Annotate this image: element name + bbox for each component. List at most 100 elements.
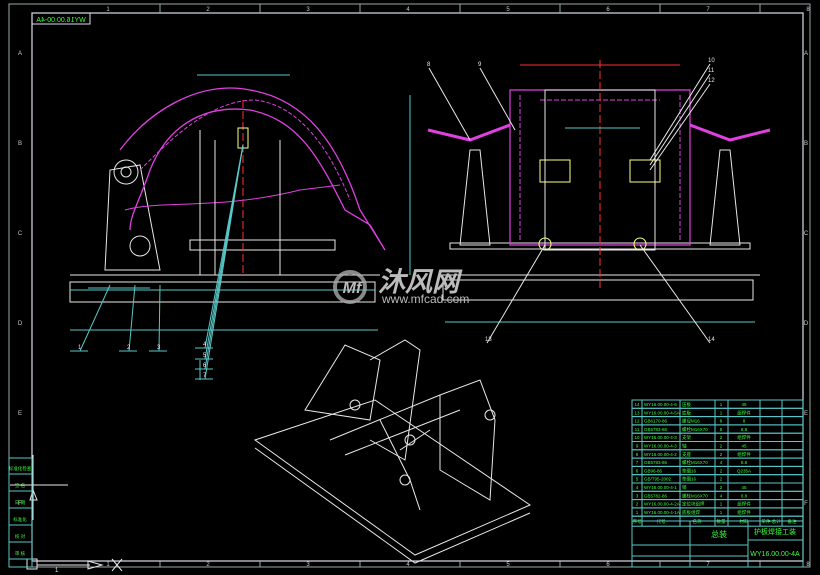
bom-header-cell: 材料: [740, 518, 749, 525]
bom-header-cell: 名称: [693, 518, 702, 525]
balloon-number: 7: [203, 373, 207, 379]
title-center: 总装: [711, 529, 727, 539]
bom-cell-code: WY16.00.00-4-1A: [644, 510, 680, 515]
column-marker-top: 3: [306, 7, 310, 13]
bom-cell-no: 9: [636, 444, 639, 449]
bom-cell-mat: 45: [741, 444, 747, 449]
row-marker: E: [18, 411, 22, 417]
bom-header-cell: 单件 总计: [761, 518, 781, 525]
column-marker-bottom: 6: [606, 562, 610, 568]
balloon-number: 12: [708, 78, 715, 84]
balloon-number: 4: [203, 342, 207, 348]
side-view: [427, 60, 771, 323]
column-marker-top: 2: [206, 7, 210, 13]
outer-frame: [8, 3, 811, 568]
bom-cell-code: WY16.00.00-4-2: [644, 452, 677, 457]
mirrored-code-label: WY16.00.00-4A: [36, 17, 86, 24]
stamp-panel-frame: [8, 457, 33, 568]
bom-cell-qty: 2: [720, 452, 723, 457]
bom-cell-qty: 1: [720, 402, 723, 407]
balloon-number: 2: [127, 345, 131, 351]
row-marker: F: [804, 501, 808, 507]
bom-cell-name: 螺栓M16X70: [682, 492, 708, 499]
isometric-view: [253, 339, 532, 564]
bom-cell-qty: 2: [720, 435, 723, 440]
bom-cell-mat: 8.8: [741, 460, 748, 465]
column-marker-bottom: 8: [806, 562, 810, 568]
watermark-logo: Mf: [333, 270, 367, 304]
column-marker-bottom: 3: [306, 562, 310, 568]
stamp-label: 校 对: [15, 533, 26, 540]
bom-cell-name: 底板: [682, 409, 691, 416]
row-marker: A: [804, 51, 808, 57]
bom-cell-code: GB6170-86: [644, 419, 668, 424]
bom-cell-mat: 组焊件: [737, 501, 751, 508]
bom-cell-no: 5: [636, 477, 639, 482]
bom-cell-qty: 1: [720, 410, 723, 415]
row-marker: C: [18, 231, 23, 237]
bom-header-cell: 代号: [657, 518, 666, 525]
bom-cell-code: WY16.00.00-4-3: [644, 435, 677, 440]
column-marker-bottom: 4: [406, 562, 410, 568]
balloon-leader: [649, 63, 711, 161]
row-marker: B: [804, 141, 808, 147]
bom-cell-name: 螺栓M16X70: [682, 459, 708, 466]
bom-cell-name: 螺栓M16X70: [682, 426, 708, 433]
bom-cell-code: WY16.00.00-4-2A: [644, 502, 680, 507]
bom-cell-qty: 4: [720, 493, 723, 498]
column-marker-top: 1: [106, 7, 110, 13]
balloon-leader: [639, 244, 711, 344]
bom-cell-name: 轴: [682, 443, 687, 450]
bom-cell-mat: 组焊件: [737, 409, 751, 416]
column-marker-top: 4: [406, 7, 410, 13]
stamp-label: 标准化: [13, 516, 27, 523]
watermark-cn: 沐风网: [378, 267, 463, 297]
bom-cell-name: 垫圈16: [682, 476, 697, 483]
balloon-leader: [204, 144, 244, 380]
balloon-number: 11: [708, 68, 715, 74]
bom-cell-qty: 4: [720, 460, 723, 465]
bom-cell-qty: 8: [720, 427, 723, 432]
title-code: WY16.00.00-4A: [750, 551, 800, 558]
balloon-number: 6: [203, 363, 207, 369]
bom-cell-mat: 8: [743, 419, 746, 424]
bom-cell-no: 6: [636, 468, 639, 473]
bom-cell-code: GB5783-86: [644, 427, 668, 432]
bom-cell-no: 4: [636, 485, 639, 490]
code-box: [31, 12, 91, 25]
bom-cell-qty: 1: [720, 510, 723, 515]
stamp-label: 签 名: [15, 482, 25, 489]
mirrored-code-group: WY16.00.00-4A: [36, 17, 86, 24]
column-marker-top: 8: [806, 7, 810, 13]
bom-cell-name: 底板组焊: [682, 509, 700, 516]
balloon-number: 5: [203, 353, 207, 359]
bom-cell-name: 定位块组焊: [682, 501, 705, 508]
bom-cell-qty: 8: [720, 419, 723, 424]
balloon-leader: [649, 83, 711, 171]
row-marker: E: [804, 411, 808, 417]
bom-header-cell: 序号: [633, 518, 642, 525]
bom-cell-no: 3: [636, 493, 639, 498]
svg-text:Mf: Mf: [343, 280, 363, 297]
bom-cell-mat: 8.8: [741, 493, 748, 498]
bom-cell-code: WY16.00.00-4-1: [644, 485, 677, 490]
balloon-leader: [79, 284, 111, 352]
balloon-number: 10: [708, 58, 715, 64]
column-marker-top: 7: [706, 7, 710, 13]
ucs-axis-label: 1: [55, 568, 59, 574]
balloon-leader: [128, 284, 136, 352]
column-marker-top: 5: [506, 7, 510, 13]
bom-cell-no: 13: [634, 410, 640, 415]
row-marker: D: [804, 321, 809, 327]
bom-cell-qty: 1: [720, 502, 723, 507]
watermark-url: www.mfcad.com: [381, 292, 469, 306]
bom-cell-code: WY16.00.00-4-5A: [644, 410, 680, 415]
bom-cell-name: 压板: [682, 401, 691, 408]
bom-cell-no: 7: [636, 460, 639, 465]
column-marker-bottom: 1: [106, 562, 110, 568]
